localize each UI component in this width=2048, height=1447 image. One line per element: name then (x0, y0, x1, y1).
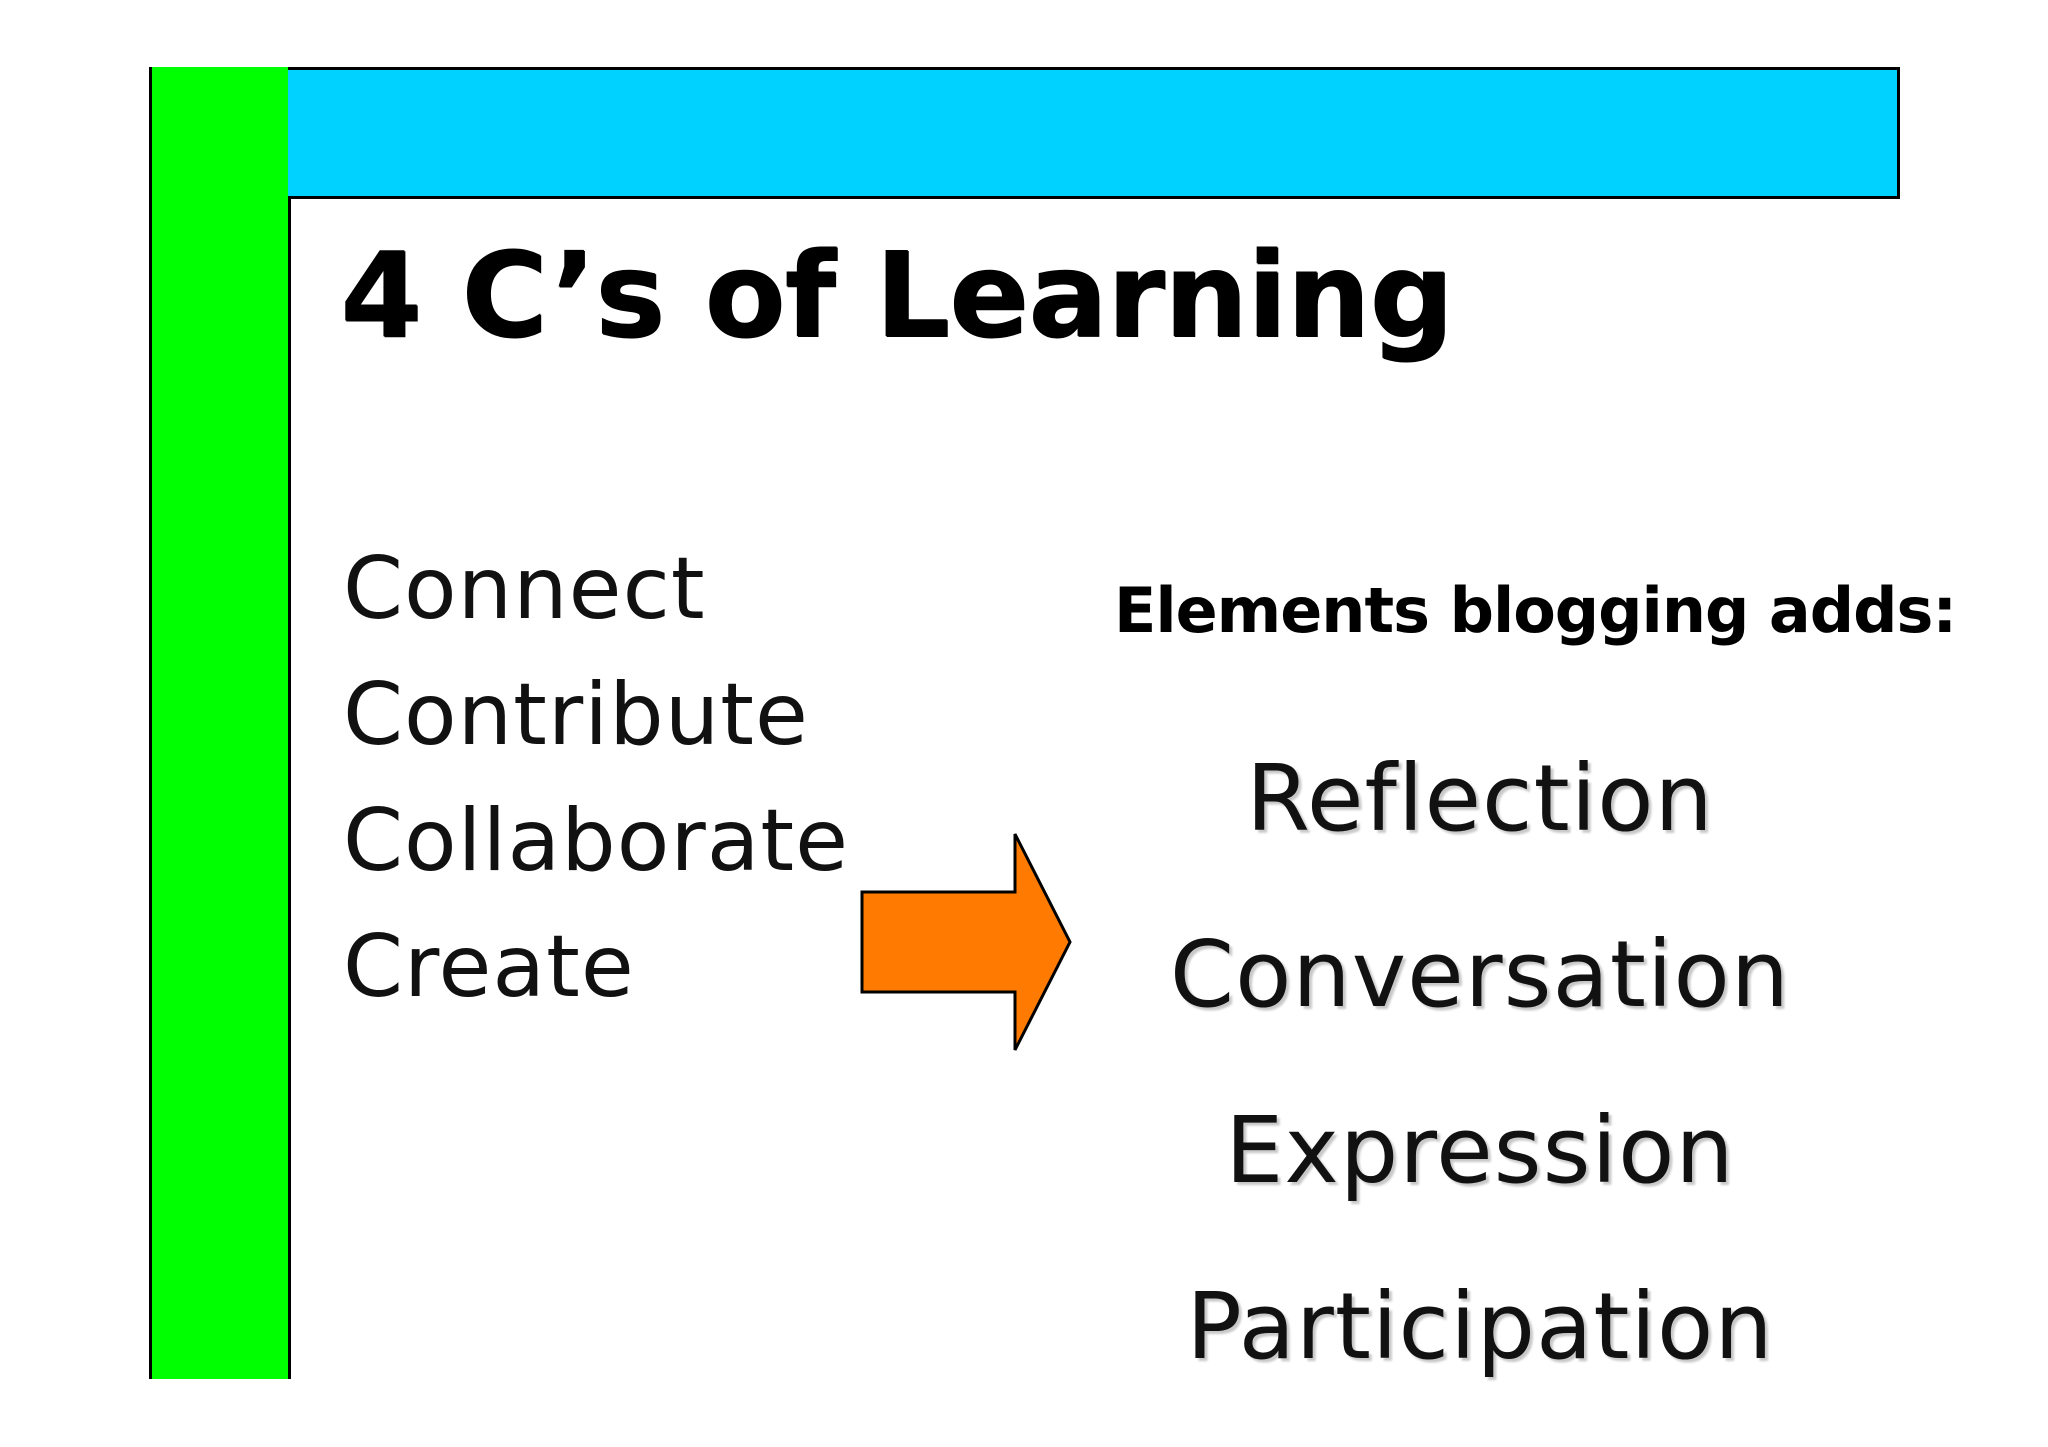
top-accent-bar (288, 67, 1900, 199)
list-item: Collaborate (343, 791, 850, 891)
slide-title: 4 C’s of Learning (340, 226, 1454, 364)
list-item: Contribute (343, 665, 809, 765)
list-item: Conversation (1169, 921, 1791, 1028)
left-accent-bar (149, 67, 291, 1379)
list-item: Reflection (1246, 745, 1714, 852)
right-arrow-icon (860, 833, 1072, 1051)
elements-heading: Elements blogging adds: (1114, 574, 1957, 647)
list-item: Expression (1225, 1097, 1735, 1204)
list-item: Create (343, 917, 635, 1017)
list-item: Connect (343, 539, 706, 639)
blogging-elements-list: Reflection Conversation Expression Parti… (1130, 735, 1830, 1439)
learning-cs-list: Connect Contribute Collaborate Create (343, 535, 849, 1039)
list-item: Participation (1186, 1273, 1774, 1380)
